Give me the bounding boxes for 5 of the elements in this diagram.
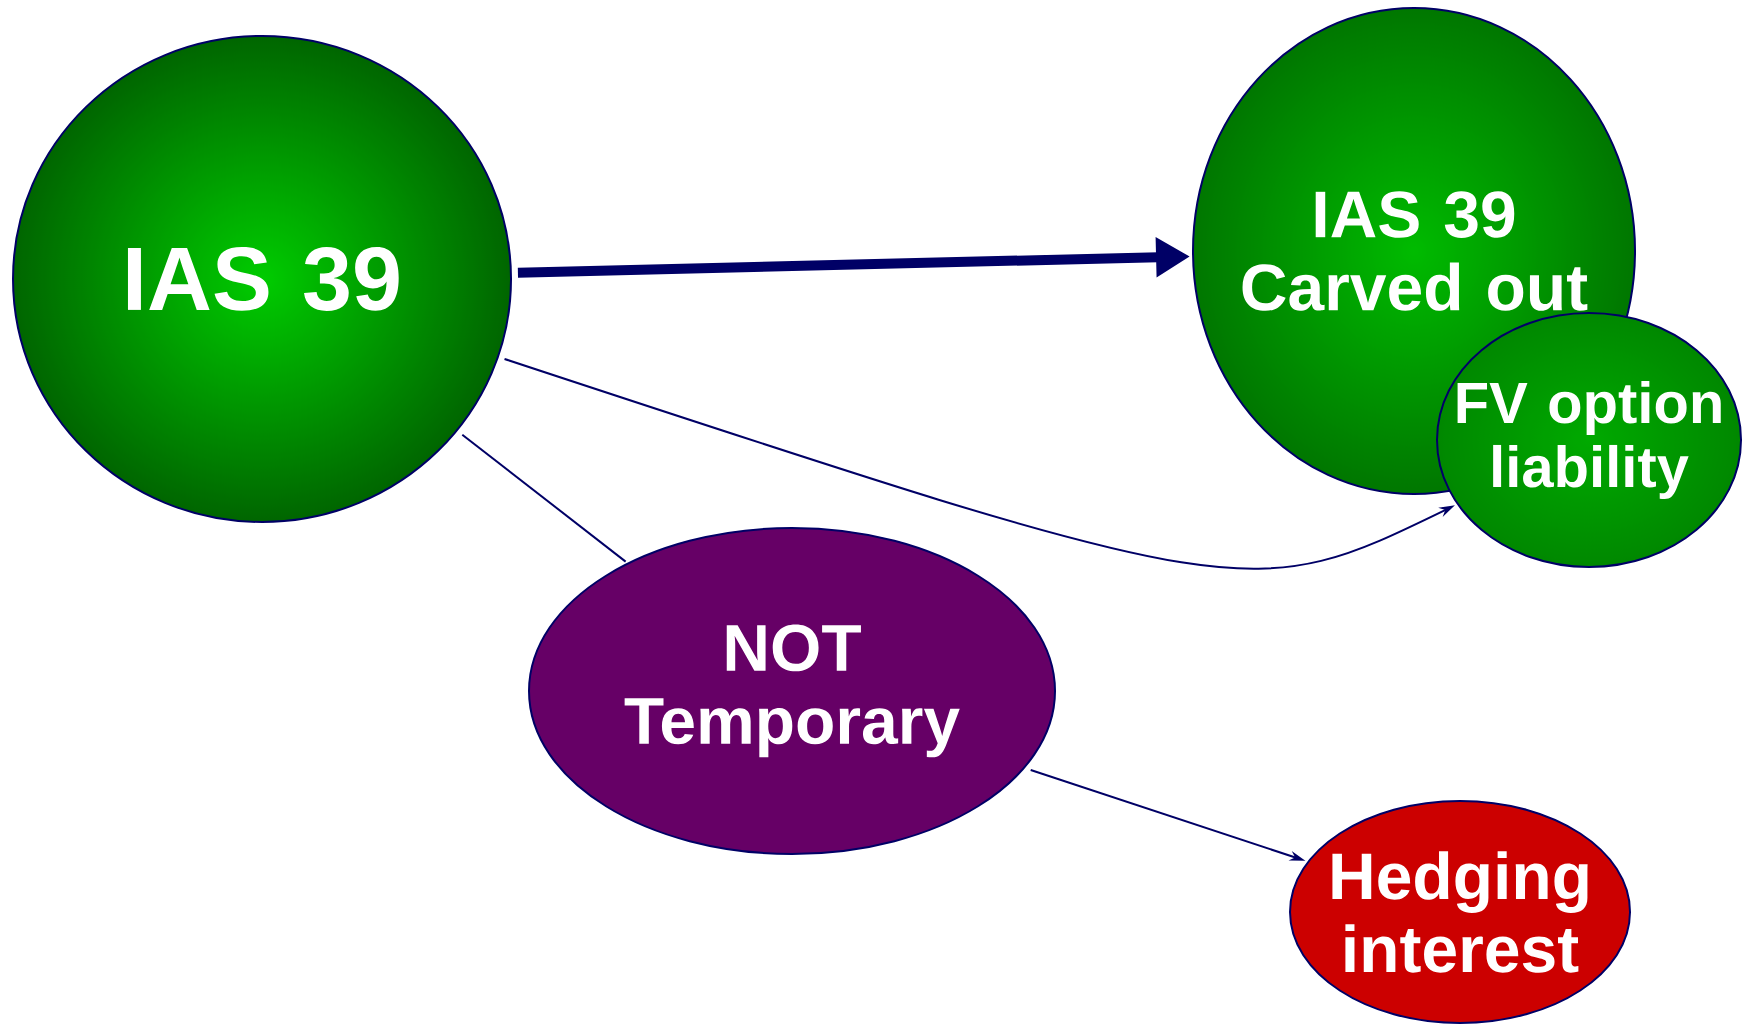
connector-line [461,433,627,563]
ellipse-node: NOT Temporary [528,527,1056,855]
ellipse-node: Hedging interest [1289,800,1631,1024]
circle-node: IAS 39 [12,35,512,523]
ellipse-node: FV option liability [1436,312,1742,568]
